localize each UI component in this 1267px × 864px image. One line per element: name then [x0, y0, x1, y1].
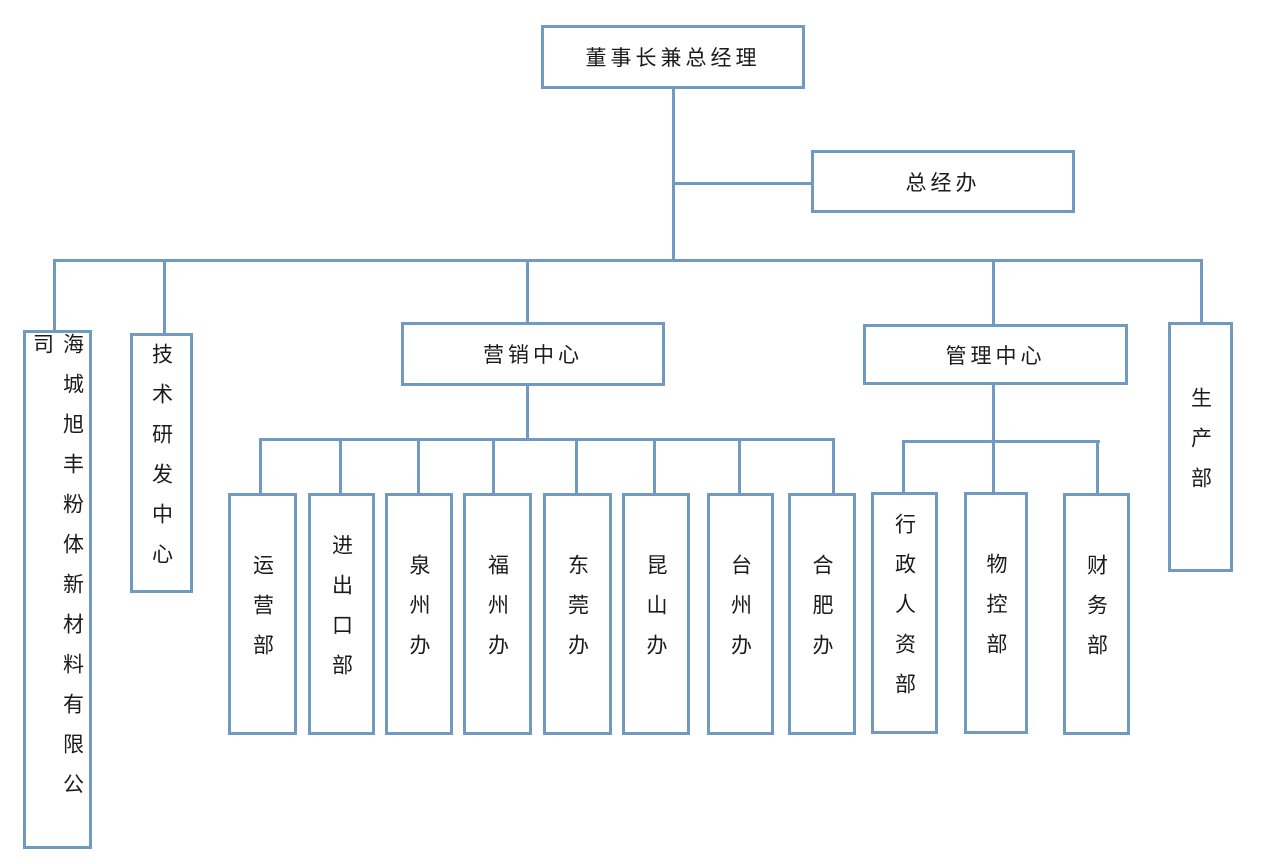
- connector-drop-dongguan: [575, 438, 578, 493]
- connector-drop-finance: [1096, 440, 1099, 493]
- node-label: 行政人资部: [892, 513, 917, 713]
- connector-drop-marketing-center: [526, 259, 529, 322]
- node-label: 泉州办: [407, 554, 431, 674]
- connector-drop-kunshan: [653, 438, 656, 493]
- node-label: 进出口部: [329, 534, 354, 694]
- connector-marketing-stem: [526, 386, 529, 441]
- node-production-dept[interactable]: 生产部: [1168, 322, 1233, 572]
- node-label: 管理中心: [945, 343, 1046, 368]
- node-marketing-center[interactable]: 营销中心: [401, 322, 665, 386]
- node-label: 董事长兼总经理: [585, 46, 761, 70]
- node-material-control-dept[interactable]: 物控部: [964, 492, 1028, 734]
- connector-drop-import-export: [339, 438, 342, 493]
- connector-chairman-trunk: [672, 89, 675, 262]
- connector-drop-company: [53, 259, 56, 330]
- connector-drop-taizhou: [738, 438, 741, 493]
- connector-management-bus: [902, 440, 1100, 443]
- node-label: 昆山办: [644, 554, 668, 674]
- node-operations-dept[interactable]: 运营部: [228, 493, 297, 735]
- node-label: 合肥办: [810, 554, 834, 674]
- node-hr-admin-dept[interactable]: 行政人资部: [871, 492, 938, 734]
- node-finance-dept[interactable]: 财务部: [1063, 493, 1130, 735]
- node-fuzhou-office[interactable]: 福州办: [463, 493, 532, 735]
- node-tech-rnd-center[interactable]: 技术研发中心: [130, 333, 193, 593]
- connector-drop-tech-center: [163, 259, 166, 333]
- node-label: 生产部: [1188, 387, 1213, 507]
- node-label: 技术研发中心: [149, 343, 174, 583]
- connector-drop-material-control: [992, 440, 995, 492]
- node-kunshan-office[interactable]: 昆山办: [622, 493, 690, 735]
- node-label: 总经办: [905, 170, 981, 195]
- connector-drop-quanzhou: [417, 438, 420, 493]
- node-label: 营销中心: [483, 343, 583, 367]
- node-gm-office[interactable]: 总经办: [811, 150, 1075, 213]
- connector-drop-operations: [259, 438, 262, 493]
- node-taizhou-office[interactable]: 台州办: [707, 493, 774, 735]
- node-quanzhou-office[interactable]: 泉州办: [385, 493, 453, 735]
- node-label: 运营部: [250, 554, 275, 674]
- connector-main-bus: [53, 259, 1203, 262]
- node-label: 台州办: [728, 554, 753, 674]
- node-label: 海城旭丰粉体新材料有限公司: [30, 333, 85, 813]
- connector-management-stem: [992, 385, 995, 441]
- node-dongguan-office[interactable]: 东莞办: [543, 493, 612, 735]
- connector-drop-management-center: [992, 259, 995, 324]
- connector-drop-fuzhou: [492, 438, 495, 493]
- node-label: 东莞办: [565, 554, 590, 674]
- connector-drop-hr-admin: [902, 440, 905, 492]
- connector-marketing-bus: [259, 438, 835, 441]
- connector-drop-hefei: [832, 438, 835, 493]
- node-import-export-dept[interactable]: 进出口部: [308, 493, 375, 735]
- node-management-center[interactable]: 管理中心: [863, 324, 1128, 385]
- connector-gm-office-branch: [672, 182, 811, 185]
- node-company[interactable]: 海城旭丰粉体新材料有限公司: [23, 330, 92, 849]
- node-label: 物控部: [984, 553, 1008, 673]
- node-hefei-office[interactable]: 合肥办: [788, 493, 856, 735]
- node-label: 财务部: [1084, 554, 1109, 674]
- node-chairman-gm[interactable]: 董事长兼总经理: [541, 25, 805, 89]
- connector-drop-production: [1200, 259, 1203, 322]
- node-label: 福州办: [485, 554, 510, 674]
